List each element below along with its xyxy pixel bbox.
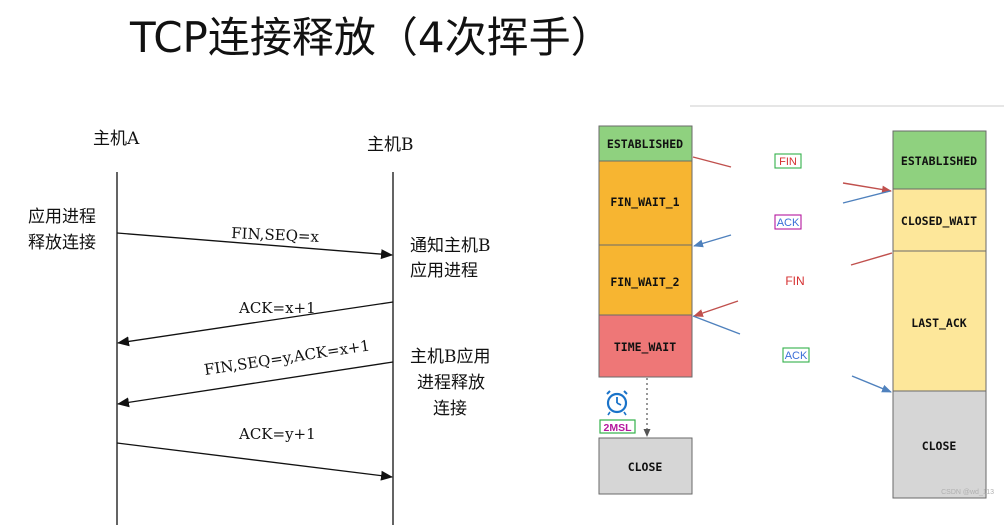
timer-label: 2MSL — [603, 422, 632, 434]
client-state-fin-wait-1 — [598, 160, 693, 246]
server-state-close — [892, 390, 987, 499]
fin2-label: FIN — [785, 274, 804, 288]
note-b2-line1: 主机B应用 — [410, 347, 491, 367]
note-a-line2: 释放连接 — [28, 233, 96, 253]
fin2-arrow-out — [850, 252, 893, 266]
ack1-label: ACK — [777, 217, 800, 229]
msg3-arrow — [117, 361, 394, 408]
ack1-badge — [774, 214, 802, 230]
client-state-column: ESTABLISHED FIN_WAIT_1 FIN_WAIT_2 TIME_W… — [598, 125, 693, 495]
host-a-label: 主机A — [93, 129, 140, 149]
msg2-label: ACK=x+1 — [238, 299, 316, 317]
client-state-close-label: CLOSE — [628, 460, 663, 474]
left-sequence-diagram: 主机A 主机B 应用进程 释放连接 通知主机B 应用进程 主机B应用 进程释放 … — [28, 129, 491, 525]
host-b-label: 主机B — [367, 135, 414, 155]
ack2-arrow-out — [692, 315, 741, 335]
fin1-badge — [774, 153, 802, 169]
ack2-label: ACK — [785, 350, 808, 362]
client-state-fin-wait-1-label: FIN_WAIT_1 — [610, 195, 679, 210]
note-b2-line3: 连接 — [433, 399, 467, 419]
ack2-badge — [782, 347, 810, 363]
fin2-arrow-in — [693, 300, 739, 317]
fin1-arrow-in — [842, 182, 892, 194]
note-b2-line2: 进程释放 — [417, 373, 485, 393]
right-state-diagram: ESTABLISHED FIN_WAIT_1 FIN_WAIT_2 TIME_W… — [598, 105, 1004, 499]
timer-badge — [599, 419, 636, 434]
client-state-fin-wait-2 — [598, 244, 693, 316]
note-a-line1: 应用进程 — [28, 207, 96, 227]
watermark: CSDN @wd_113 — [941, 489, 994, 496]
ack2-arrow-in — [851, 375, 892, 393]
client-state-fin-wait-2-label: FIN_WAIT_2 — [610, 275, 679, 290]
alarm-clock-icon — [606, 390, 628, 416]
client-state-close — [598, 437, 693, 495]
server-state-last-ack — [892, 250, 987, 392]
server-state-column: ESTABLISHED CLOSED_WAIT LAST_ACK CLOSE — [892, 130, 987, 499]
msg1-label: FIN,SEQ=x — [231, 224, 320, 246]
server-state-established — [892, 130, 987, 190]
ack1-arrow-out — [842, 190, 891, 204]
fin1-arrow-out — [692, 156, 732, 168]
client-state-time-wait — [598, 314, 693, 378]
ack1-arrow-in — [693, 234, 732, 248]
server-state-closed-wait-label: CLOSED_WAIT — [901, 214, 977, 229]
msg2-arrow — [117, 301, 394, 347]
fin1-label: FIN — [779, 156, 797, 168]
client-state-time-wait-label: TIME_WAIT — [614, 340, 676, 355]
msg4-arrow — [116, 442, 393, 481]
msg3-label: FIN,SEQ=y,ACK=x+1 — [203, 336, 371, 379]
server-state-established-label: ESTABLISHED — [901, 154, 977, 168]
page-title: TCP连接释放（4次挥手） — [129, 13, 613, 62]
note-b1-line2: 应用进程 — [410, 261, 478, 281]
note-b1-line1: 通知主机B — [410, 236, 491, 256]
msg1-arrow — [116, 232, 393, 260]
server-state-close-label: CLOSE — [922, 439, 957, 453]
msg4-label: ACK=y+1 — [238, 425, 316, 443]
client-state-established-label: ESTABLISHED — [607, 137, 683, 151]
server-state-closed-wait — [892, 188, 987, 252]
server-state-last-ack-label: LAST_ACK — [911, 316, 966, 331]
